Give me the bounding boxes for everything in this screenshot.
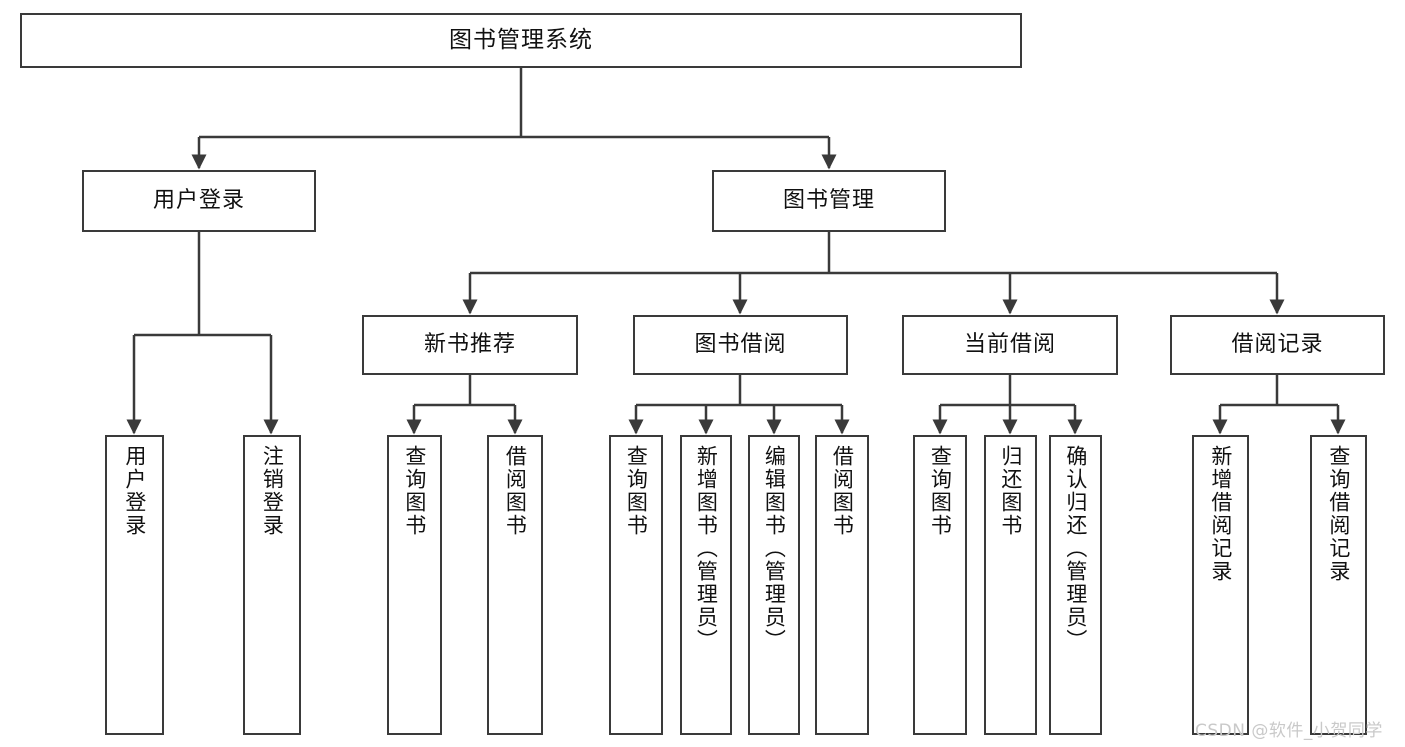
node-leaf-query-book-rec-label: 查询图书 [402, 445, 427, 537]
node-leaf-return-book-label: 归还图书 [998, 445, 1023, 537]
node-leaf-add-record[interactable]: 新增借阅记录 [1192, 435, 1249, 735]
node-leaf-borrow-book-rec[interactable]: 借阅图书 [487, 435, 543, 735]
node-leaf-logout-label: 注销登录 [260, 445, 285, 537]
node-leaf-query-book-c[interactable]: 查询图书 [913, 435, 967, 735]
node-leaf-query-book-b-label: 查询图书 [624, 445, 649, 537]
node-leaf-add-book[interactable]: 新增图书（管理员） [680, 435, 732, 735]
node-book-manage-label: 图书管理 [782, 187, 875, 213]
node-leaf-query-book-rec[interactable]: 查询图书 [387, 435, 442, 735]
node-leaf-borrow-book-rec-label: 借阅图书 [503, 445, 528, 537]
node-leaf-query-record-label: 查询借阅记录 [1326, 445, 1351, 583]
node-leaf-add-book-label: 新增图书（管理员） [694, 445, 719, 652]
node-leaf-query-book-b[interactable]: 查询图书 [609, 435, 663, 735]
node-leaf-confirm-return[interactable]: 确认归还（管理员） [1049, 435, 1102, 735]
node-leaf-edit-book-label: 编辑图书（管理员） [762, 445, 787, 652]
node-leaf-user-login-label: 用户登录 [122, 445, 147, 537]
node-leaf-return-book[interactable]: 归还图书 [984, 435, 1037, 735]
node-current-borrow[interactable]: 当前借阅 [902, 315, 1118, 375]
node-book-borrow[interactable]: 图书借阅 [633, 315, 848, 375]
node-borrow-record-label: 借阅记录 [1231, 331, 1324, 357]
node-leaf-user-login[interactable]: 用户登录 [105, 435, 164, 735]
node-leaf-borrow-book-b[interactable]: 借阅图书 [815, 435, 869, 735]
node-user-login-label: 用户登录 [152, 187, 245, 213]
node-current-borrow-label: 当前借阅 [963, 331, 1056, 357]
node-new-book-recommend[interactable]: 新书推荐 [362, 315, 578, 375]
node-borrow-record[interactable]: 借阅记录 [1170, 315, 1385, 375]
node-leaf-query-book-c-label: 查询图书 [928, 445, 953, 537]
node-root-label: 图书管理系统 [449, 26, 593, 53]
node-book-manage[interactable]: 图书管理 [712, 170, 946, 232]
node-leaf-query-record[interactable]: 查询借阅记录 [1310, 435, 1367, 735]
node-book-borrow-label: 图书借阅 [694, 331, 787, 357]
node-leaf-borrow-book-b-label: 借阅图书 [830, 445, 855, 537]
node-new-book-recommend-label: 新书推荐 [423, 331, 516, 357]
node-leaf-logout[interactable]: 注销登录 [243, 435, 301, 735]
node-user-login[interactable]: 用户登录 [82, 170, 316, 232]
node-root[interactable]: 图书管理系统 [20, 13, 1022, 68]
node-leaf-edit-book[interactable]: 编辑图书（管理员） [748, 435, 800, 735]
watermark-csdn: CSDN @软件_小贺同学 [1195, 721, 1383, 741]
node-leaf-confirm-return-label: 确认归还（管理员） [1063, 445, 1088, 652]
node-leaf-add-record-label: 新增借阅记录 [1208, 445, 1233, 583]
